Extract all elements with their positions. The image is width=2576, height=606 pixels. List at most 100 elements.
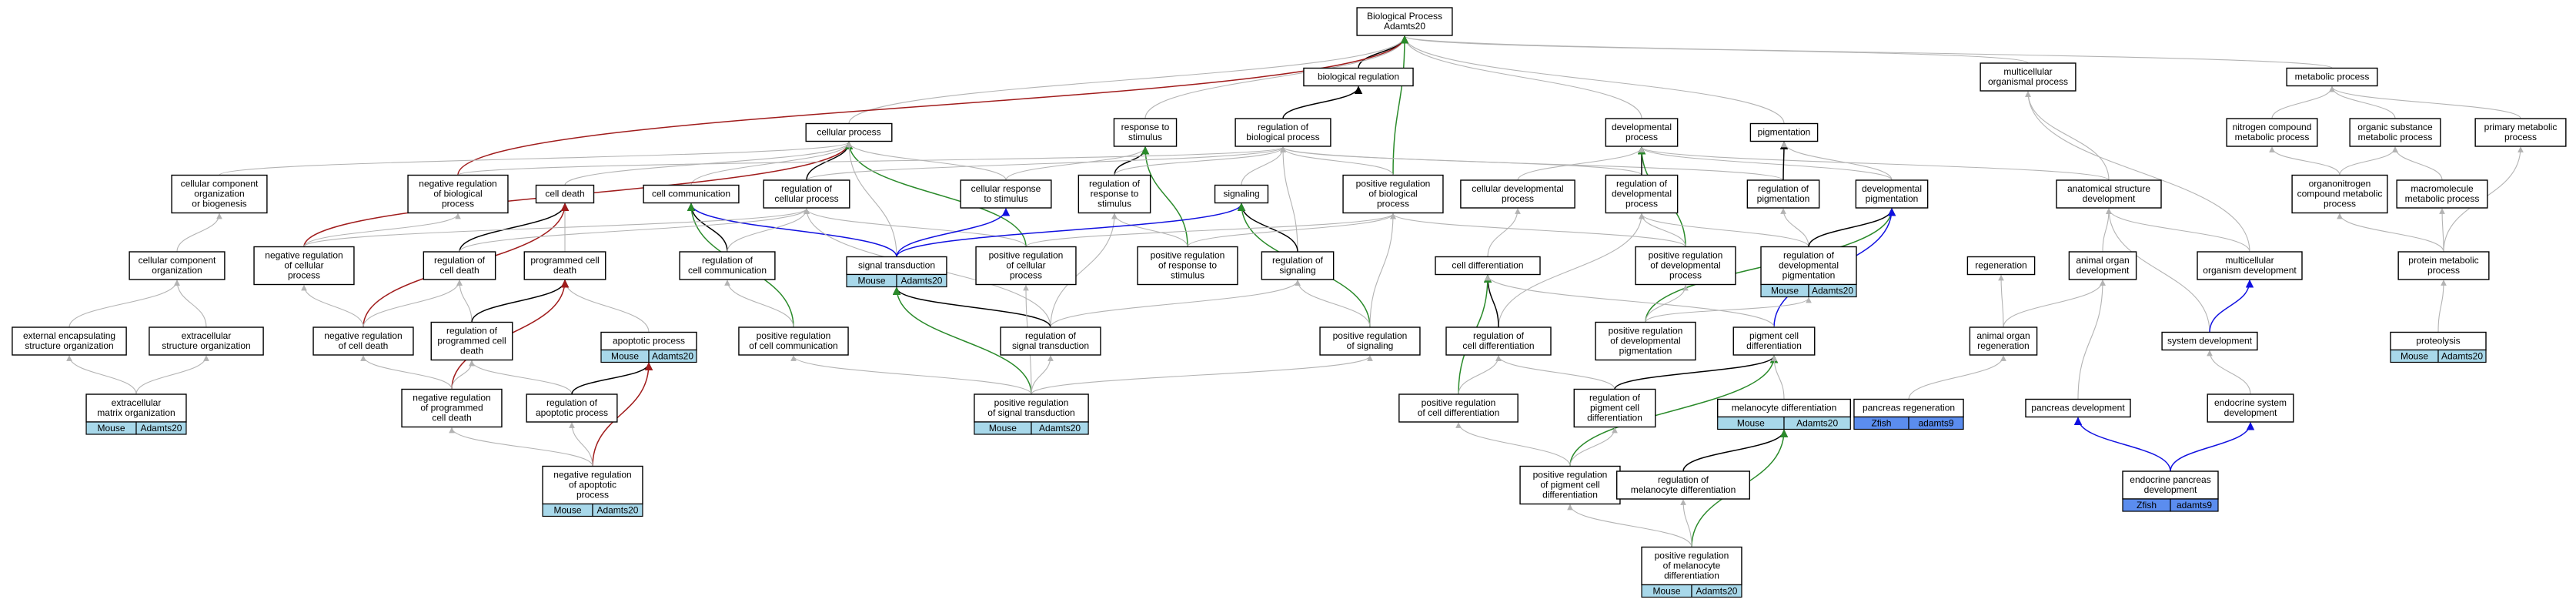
node-regdevpigm[interactable]: regulation ofdevelopmentalpigmentationMo… (1760, 246, 1857, 298)
node-label-line: regulation of (1272, 255, 1324, 266)
node-regen[interactable]: regeneration (1966, 256, 2036, 276)
node-label-line: regeneration (1977, 340, 2029, 351)
node-pigm[interactable]: pigmentation (1749, 122, 1819, 142)
node-signaling[interactable]: signaling (1214, 184, 1269, 204)
gene-tag: Adamts20 (596, 505, 638, 516)
edge-posmelano-to-regmelano (1680, 499, 1692, 547)
node-label-line: negative regulation (553, 470, 631, 480)
node-metab[interactable]: metabolic process (2286, 67, 2378, 87)
edges-layer (66, 35, 2524, 547)
node-sysdev[interactable]: system development (2161, 331, 2258, 351)
node-label-line: cellular component (139, 255, 216, 266)
edge-anat-to-multi (2025, 91, 2110, 181)
node-box (975, 246, 1077, 286)
gene-tag-box (1908, 416, 1964, 430)
edge-negpcd-to-negcd (360, 355, 453, 390)
node-pandev[interactable]: pancreas development (2025, 398, 2131, 418)
node-celldeath[interactable]: cell death (535, 184, 595, 204)
node-label-line: process (1010, 270, 1042, 281)
gene-tag: Adamts20 (1696, 586, 1737, 597)
node-cellp[interactable]: cellular process (805, 122, 893, 142)
edge-endopan-to-pandev (2073, 417, 2171, 472)
edge-posmelano-to-pospigcd (1567, 504, 1692, 547)
node-box (2056, 179, 2162, 209)
node-box (2291, 174, 2388, 214)
node-label-line: process (2504, 132, 2537, 142)
node-box (1460, 179, 1575, 209)
node-label-line: cell death (439, 265, 479, 276)
node-label-line: positive regulation (1151, 250, 1225, 261)
gene-tag: Adamts20 (1812, 286, 1853, 296)
node-label-line: differentiation (1542, 490, 1598, 501)
node-label-line: of signaling (1347, 340, 1394, 351)
node-celldiff[interactable]: cell differentiation (1435, 256, 1541, 276)
node-label-line: pigmentation (1758, 127, 1811, 138)
gene-tag-box (592, 503, 643, 517)
node-cellcomm[interactable]: cell communication (643, 184, 740, 204)
node-breg[interactable]: biological regulation (1303, 67, 1414, 87)
